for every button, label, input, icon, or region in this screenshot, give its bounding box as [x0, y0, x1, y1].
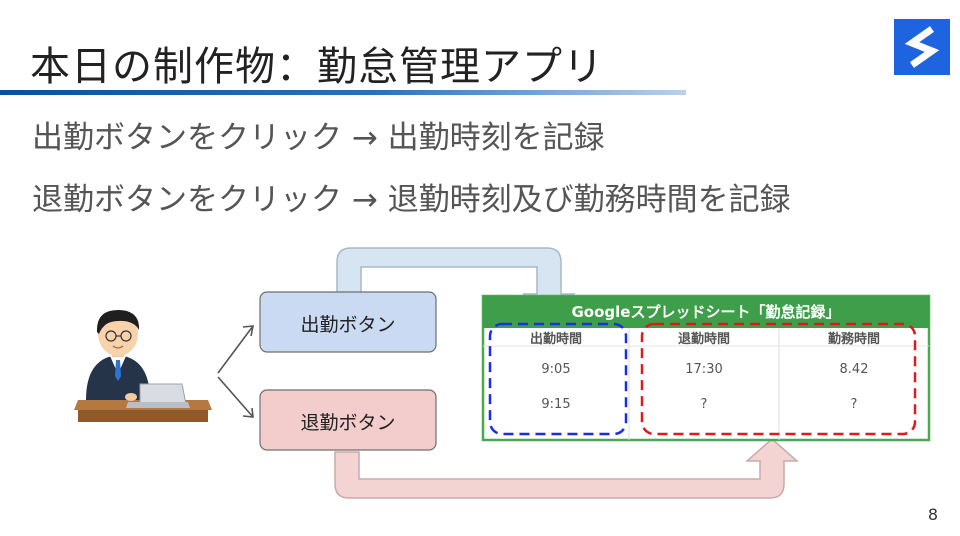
person-at-laptop-icon	[74, 310, 212, 422]
table-cell: ?	[700, 397, 708, 412]
clock-out-button[interactable]: 退勤ボタン	[300, 412, 396, 434]
sheet-title: Googleスプレッドシート「勤怠記録」	[571, 303, 841, 321]
clock-out-columns-highlight	[640, 322, 917, 436]
table-cell: 9:05	[541, 362, 571, 377]
clock-in-button[interactable]: 出勤ボタン	[300, 314, 396, 336]
table-cell: 17:30	[685, 362, 723, 377]
table-cell: 8.42	[839, 362, 869, 377]
column-header-work-hours: 勤務時間	[827, 332, 880, 347]
column-header-clock-out: 退勤時間	[677, 332, 730, 347]
sheet-header	[483, 296, 929, 328]
bullet-clock-in: 出勤ボタンをクリック → 出勤時刻を記録	[32, 120, 605, 156]
title-underline	[0, 90, 686, 95]
bullet-clock-out: 退勤ボタンをクリック → 退勤時刻及び勤務時間を記録	[32, 182, 791, 218]
clock-in-column-highlight	[488, 322, 628, 436]
clock-out-flow-arrow	[334, 438, 799, 499]
table-cell: ?	[850, 397, 858, 412]
branch-arrows	[217, 325, 254, 418]
table-cell: 9:15	[541, 397, 571, 412]
clock-in-button-shape	[259, 291, 437, 353]
slide-title: 本日の制作物：勤怠管理アプリ	[30, 44, 604, 90]
column-header-clock-in: 出勤時間	[529, 332, 582, 347]
clock-out-button-shape	[259, 389, 437, 451]
page-number: 8	[927, 505, 938, 524]
s-logo-icon	[894, 19, 950, 75]
